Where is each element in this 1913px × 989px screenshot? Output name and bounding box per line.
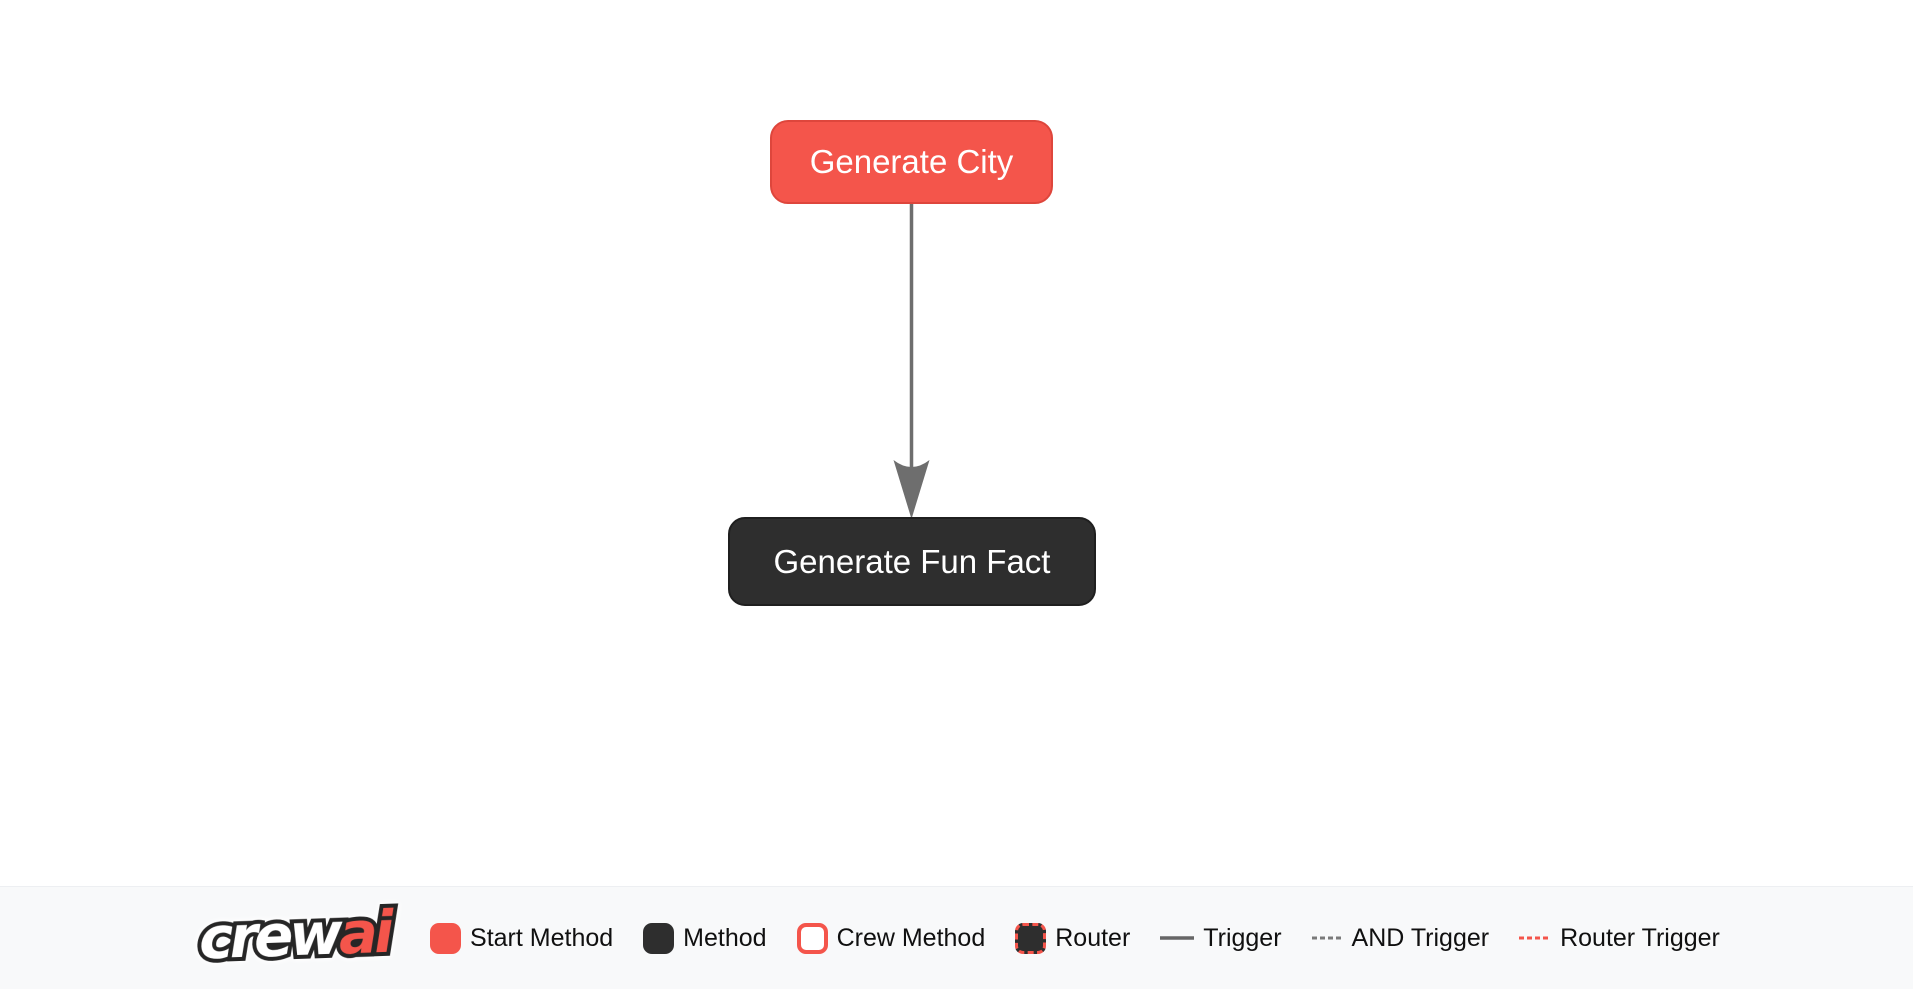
and-trigger-line-icon — [1311, 936, 1343, 940]
crew-method-swatch-icon — [796, 922, 828, 954]
start-method-swatch-icon — [430, 922, 462, 954]
legend-label: AND Trigger — [1351, 923, 1490, 952]
legend-item-start-method: Start Method — [430, 922, 614, 954]
legend-item-trigger: Trigger — [1160, 923, 1282, 953]
crewai-logo-crew: crew — [194, 896, 344, 977]
trigger-edge — [893, 204, 930, 519]
crewai-logo-ai: ai — [334, 894, 395, 972]
legend-label: Start Method — [470, 923, 614, 952]
legend-label: Crew Method — [836, 923, 986, 952]
legend-label: Trigger — [1203, 923, 1282, 952]
node-generate-city[interactable]: Generate City — [770, 120, 1053, 204]
legend-item-router-trigger: Router Trigger — [1519, 924, 1720, 953]
legend-bar: crewai Start Method Method Crew Method R… — [0, 886, 1913, 989]
crewai-logo: crewai — [192, 894, 401, 979]
legend-item-and-trigger: AND Trigger — [1311, 923, 1490, 953]
router-swatch-icon — [1015, 922, 1047, 954]
flow-canvas[interactable]: Generate City Generate Fun Fact — [0, 0, 1913, 886]
method-swatch-icon — [643, 922, 675, 954]
arrowhead-icon — [893, 460, 930, 519]
legend-label: Method — [683, 923, 767, 952]
trigger-line-icon — [1160, 936, 1195, 940]
legend-item-method: Method — [643, 922, 767, 954]
legend-label: Router Trigger — [1560, 923, 1720, 952]
node-generate-fun-fact[interactable]: Generate Fun Fact — [728, 517, 1096, 606]
legend-item-crew-method: Crew Method — [796, 922, 986, 954]
router-trigger-line-icon — [1519, 936, 1552, 940]
legend-item-router: Router — [1015, 922, 1131, 954]
legend-label: Router — [1055, 923, 1131, 952]
